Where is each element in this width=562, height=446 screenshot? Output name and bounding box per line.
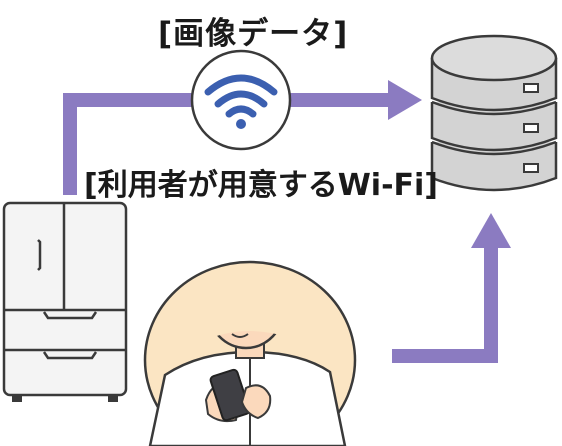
wifi-icon [190, 49, 292, 151]
upload-arrow-bottom [392, 213, 511, 363]
image-data-label: [画像データ] [158, 16, 349, 52]
person-with-smartphone [143, 260, 357, 446]
user-wifi-label: [利用者が用意するWi-Fi] [84, 168, 439, 203]
refrigerator-icon [2, 201, 128, 402]
server-icon [430, 34, 558, 192]
